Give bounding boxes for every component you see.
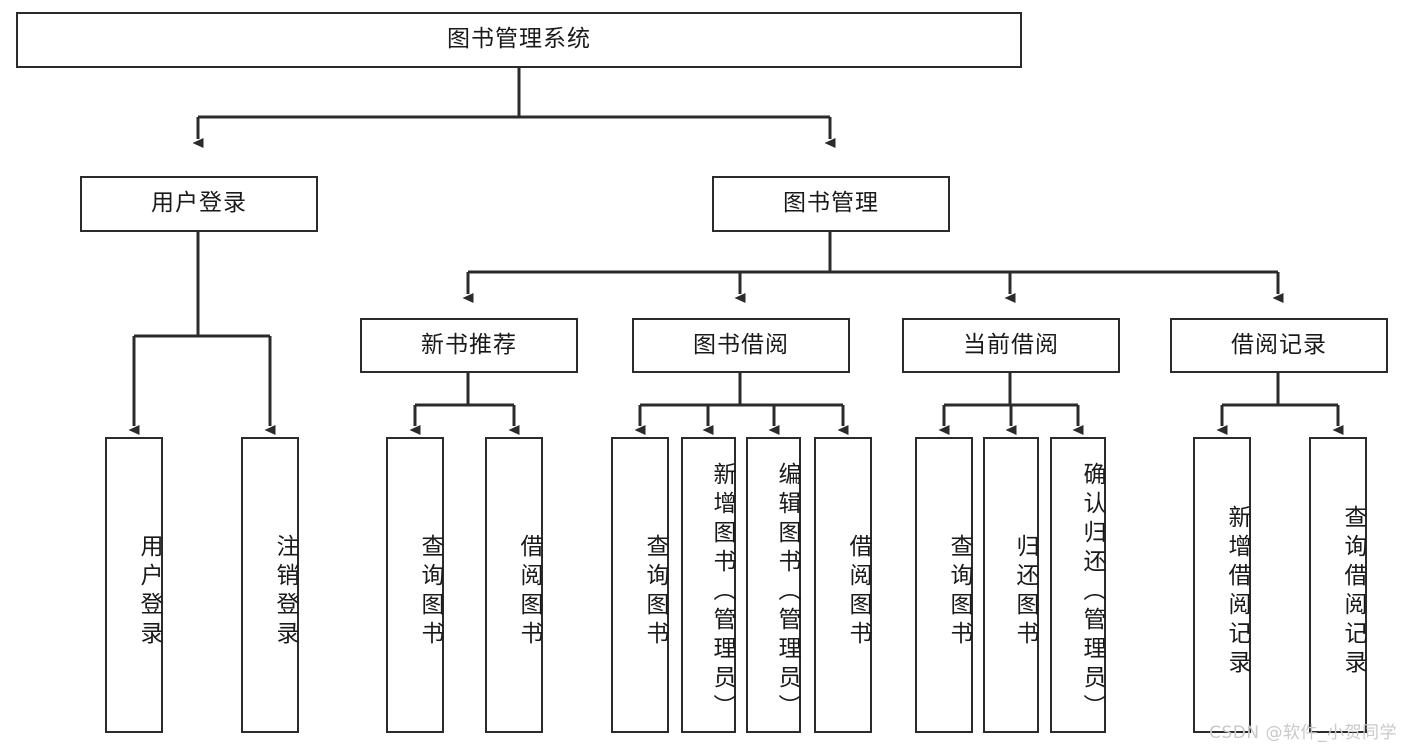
node-user-login[interactable]: 用户登录 [80, 176, 318, 232]
leaf-edit-book-admin[interactable]: 编辑图书（管理员） [746, 437, 801, 733]
leaf-user-login-label: 用户登录 [136, 534, 162, 650]
leaf-borrow-book-label: 借阅图书 [845, 534, 871, 650]
leaf-query-book-current-label: 查询图书 [946, 534, 972, 650]
node-user-login-label: 用户登录 [151, 190, 247, 217]
node-root-label: 图书管理系统 [447, 26, 591, 53]
leaf-query-borrow-record-label: 查询借阅记录 [1340, 505, 1366, 679]
leaf-query-book-borrow-label: 查询图书 [642, 534, 668, 650]
leaf-user-login[interactable]: 用户登录 [105, 437, 163, 733]
node-new-book-recommend-label: 新书推荐 [421, 331, 517, 358]
leaf-logout[interactable]: 注销登录 [241, 437, 299, 733]
leaf-query-book-recommend[interactable]: 查询图书 [386, 437, 444, 733]
leaf-return-book[interactable]: 归还图书 [983, 437, 1039, 733]
node-root[interactable]: 图书管理系统 [16, 12, 1022, 68]
node-book-management-label: 图书管理 [783, 190, 879, 217]
node-current-borrow-label: 当前借阅 [963, 331, 1059, 358]
node-book-management[interactable]: 图书管理 [712, 176, 950, 232]
leaf-borrow-book-recommend-label: 借阅图书 [516, 534, 542, 650]
node-borrow-records-label: 借阅记录 [1231, 331, 1327, 358]
leaf-return-book-label: 归还图书 [1012, 534, 1038, 650]
leaf-confirm-return-admin-label: 确认归还（管理员） [1079, 461, 1105, 723]
leaf-edit-book-admin-label: 编辑图书（管理员） [774, 461, 800, 723]
node-current-borrow[interactable]: 当前借阅 [902, 318, 1120, 373]
leaf-add-borrow-record-label: 新增借阅记录 [1224, 505, 1250, 679]
leaf-add-book-admin[interactable]: 新增图书（管理员） [681, 437, 736, 733]
leaf-query-borrow-record[interactable]: 查询借阅记录 [1309, 437, 1367, 733]
leaf-borrow-book-recommend[interactable]: 借阅图书 [485, 437, 543, 733]
leaf-logout-label: 注销登录 [272, 534, 298, 650]
leaf-add-book-admin-label: 新增图书（管理员） [709, 461, 735, 723]
leaf-query-book-recommend-label: 查询图书 [417, 534, 443, 650]
leaf-confirm-return-admin[interactable]: 确认归还（管理员） [1050, 437, 1106, 733]
watermark: CSDN @软件_小贺同学 [1209, 723, 1397, 743]
leaf-add-borrow-record[interactable]: 新增借阅记录 [1193, 437, 1251, 733]
leaf-borrow-book[interactable]: 借阅图书 [814, 437, 872, 733]
leaf-query-book-borrow[interactable]: 查询图书 [611, 437, 669, 733]
node-new-book-recommend[interactable]: 新书推荐 [360, 318, 578, 373]
leaf-query-book-current[interactable]: 查询图书 [915, 437, 973, 733]
node-book-borrow-label: 图书借阅 [693, 331, 789, 358]
node-borrow-records[interactable]: 借阅记录 [1170, 318, 1388, 373]
node-book-borrow[interactable]: 图书借阅 [632, 318, 850, 373]
